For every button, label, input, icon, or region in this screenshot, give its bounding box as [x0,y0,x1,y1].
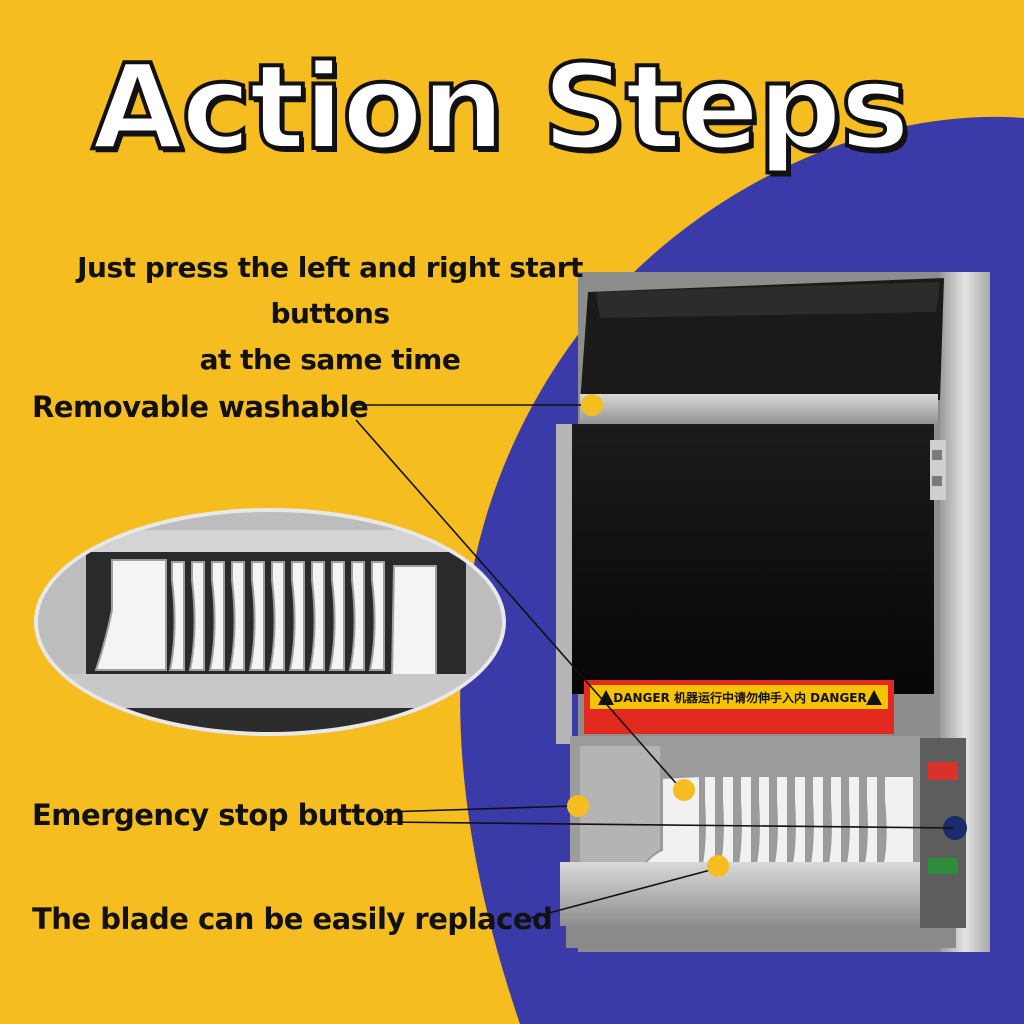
slicer-machine: DANGER 机器运行中请勿伸手入内 DANGER [556,272,990,952]
green-button [928,858,958,874]
emergency-stop-button [943,816,967,840]
inset-blade-detail [34,508,506,736]
callout-label-emergency: Emergency stop button [32,798,405,832]
intro-line-1: Just press the left and right start butt… [77,251,583,330]
danger-warning-label: DANGER 机器运行中请勿伸手入内 DANGER [584,680,894,734]
page-title: Action Steps [90,36,912,178]
callout-dot-blade [707,855,729,877]
callout-dot-emergency [567,795,589,817]
red-button [928,762,958,780]
callout-dot-blade-top [673,779,695,801]
callout-dot-washable [581,394,603,416]
intro-line-2: at the same time [199,343,461,376]
callout-label-blade: The blade can be easily replaced [32,902,553,936]
callout-label-washable: Removable washable [32,390,369,424]
danger-label-text: DANGER 机器运行中请勿伸手入内 DANGER [613,690,867,705]
intro-instruction: Just press the left and right start butt… [20,245,640,383]
callout-lines [352,404,955,919]
